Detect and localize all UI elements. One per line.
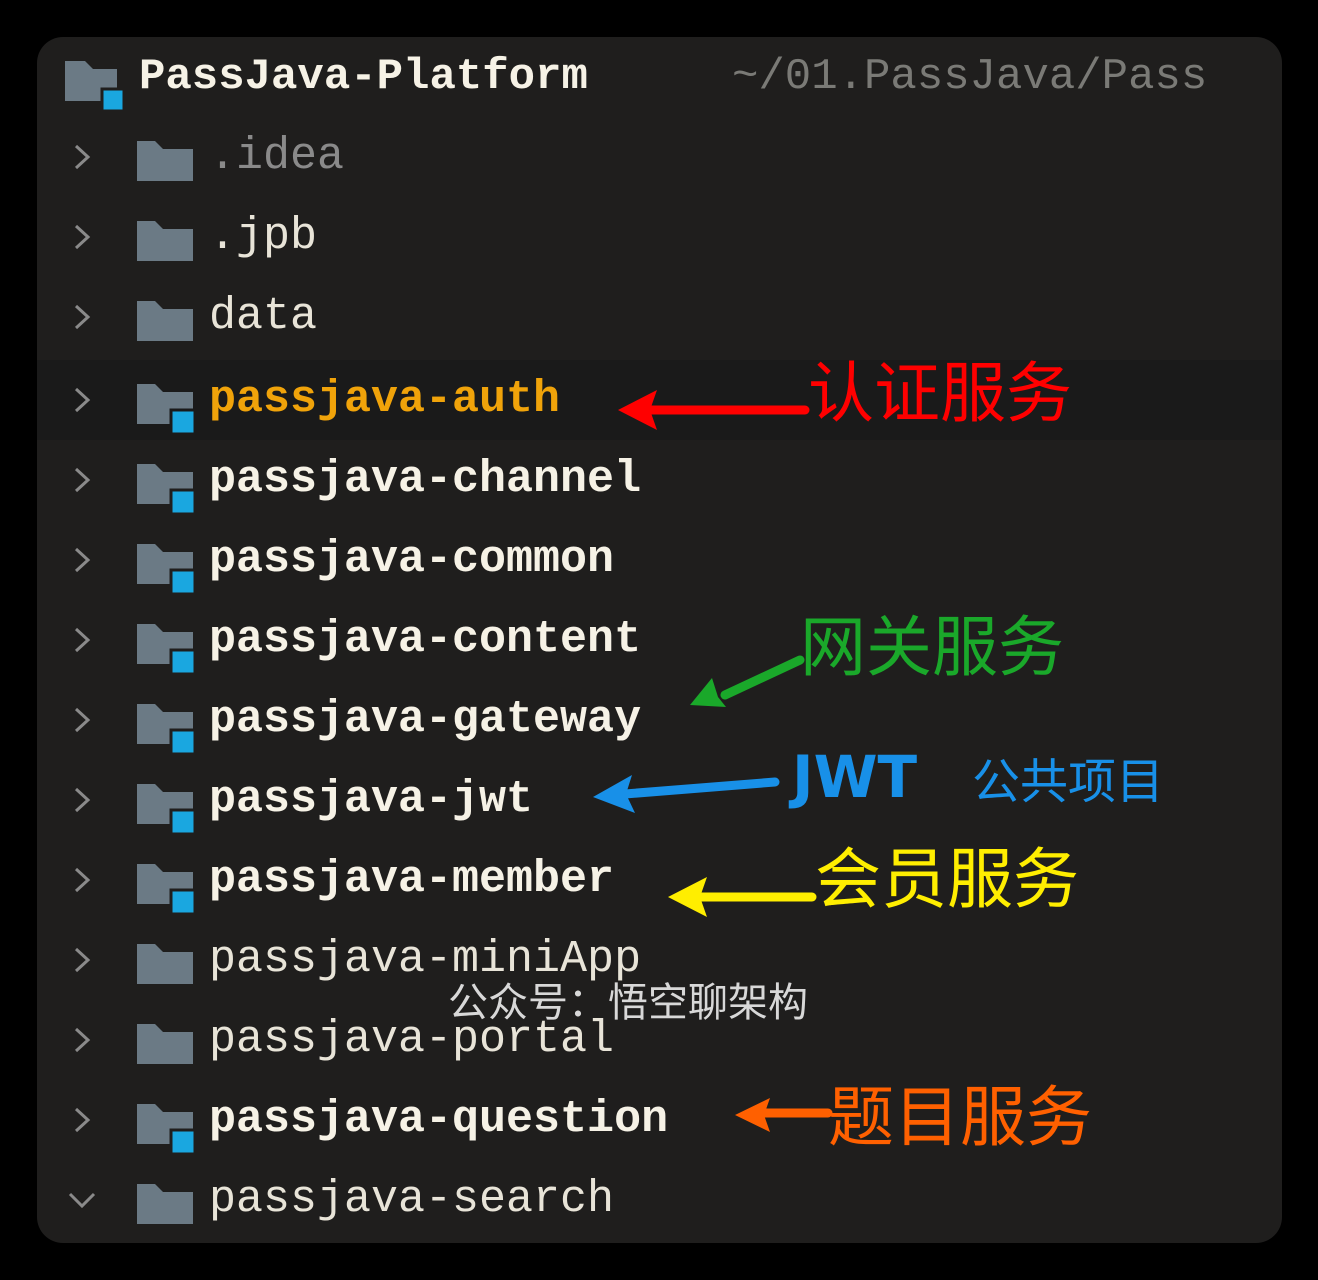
tree-item-label: passjava-jwt bbox=[209, 774, 534, 825]
chevron-right-icon[interactable] bbox=[67, 945, 97, 975]
tree-item-label: passjava-search bbox=[209, 1174, 615, 1225]
watermark: 公众号：悟空聊架构 bbox=[448, 980, 808, 1026]
tree-item-passjava-miniapp[interactable]: passjava-miniApp bbox=[37, 920, 1282, 1000]
chevron-right-icon[interactable] bbox=[67, 625, 97, 655]
tree-item-passjava-gateway[interactable]: passjava-gateway bbox=[37, 680, 1282, 760]
tree-item-jpb[interactable]: .jpb bbox=[37, 197, 1282, 277]
folder-icon bbox=[137, 137, 195, 183]
tree-item-passjava-common[interactable]: passjava-common bbox=[37, 520, 1282, 600]
chevron-right-icon[interactable] bbox=[67, 142, 97, 172]
tree-item-label: data bbox=[209, 291, 318, 342]
project-name: PassJava-Platform bbox=[139, 52, 588, 102]
module-folder-icon bbox=[137, 540, 195, 596]
tree-item-label: passjava-gateway bbox=[209, 694, 642, 745]
tree-item-label: passjava-content bbox=[209, 614, 642, 665]
module-folder-icon bbox=[65, 57, 126, 113]
module-folder-icon bbox=[137, 380, 195, 436]
tree-item-label: .idea bbox=[209, 131, 345, 182]
module-folder-icon bbox=[137, 700, 195, 756]
chevron-right-icon[interactable] bbox=[67, 302, 97, 332]
tree-item-passjava-auth[interactable]: passjava-auth bbox=[37, 360, 1282, 440]
tree-item-idea[interactable]: .idea bbox=[37, 117, 1282, 197]
chevron-right-icon[interactable] bbox=[67, 785, 97, 815]
tree-item-label: .jpb bbox=[209, 211, 318, 262]
module-folder-icon bbox=[137, 460, 195, 516]
chevron-right-icon[interactable] bbox=[67, 1105, 97, 1135]
folder-icon bbox=[137, 1180, 195, 1226]
module-folder-icon bbox=[137, 620, 195, 676]
tree-item-data[interactable]: data bbox=[37, 277, 1282, 357]
tree-item-label: passjava-miniApp bbox=[209, 934, 642, 985]
chevron-down-icon[interactable] bbox=[67, 1185, 97, 1215]
tree-item-label: passjava-portal bbox=[209, 1014, 615, 1065]
annotation-question: 题目服务 bbox=[828, 1079, 1092, 1156]
chevron-right-icon[interactable] bbox=[67, 465, 97, 495]
tree-item-label: passjava-question bbox=[209, 1094, 669, 1145]
annotation-auth: 认证服务 bbox=[808, 355, 1072, 432]
tree-item-passjava-content[interactable]: passjava-content bbox=[37, 600, 1282, 680]
module-folder-icon bbox=[137, 1100, 195, 1156]
project-root-row[interactable]: PassJava-Platform ~/01.PassJava/Pass bbox=[37, 37, 1282, 117]
chevron-right-icon[interactable] bbox=[67, 545, 97, 575]
chevron-right-icon[interactable] bbox=[67, 865, 97, 895]
tree-item-passjava-jwt[interactable]: passjava-jwt bbox=[37, 760, 1282, 840]
tree-item-label: passjava-auth bbox=[209, 374, 561, 425]
module-folder-icon bbox=[137, 780, 195, 836]
annotation-member: 会员服务 bbox=[815, 841, 1079, 918]
tree-item-passjava-channel[interactable]: passjava-channel bbox=[37, 440, 1282, 520]
tree-item-label: passjava-channel bbox=[209, 454, 642, 505]
folder-icon bbox=[137, 217, 195, 263]
annotation-jwt: JWT bbox=[792, 743, 918, 811]
tree-item-passjava-question[interactable]: passjava-question bbox=[37, 1080, 1282, 1160]
project-path: ~/01.PassJava/Pass bbox=[732, 52, 1208, 102]
tree-item-passjava-portal[interactable]: passjava-portal bbox=[37, 1000, 1282, 1080]
project-tree-panel: PassJava-Platform ~/01.PassJava/Pass .id… bbox=[37, 37, 1282, 1243]
annotation-jwt-sub: 公共项目 bbox=[972, 754, 1165, 810]
tree-item-passjava-search[interactable]: passjava-search bbox=[37, 1160, 1282, 1240]
tree-item-label: passjava-member bbox=[209, 854, 615, 905]
chevron-right-icon[interactable] bbox=[67, 1025, 97, 1055]
folder-icon bbox=[137, 1020, 195, 1066]
module-folder-icon bbox=[137, 860, 195, 916]
folder-icon bbox=[137, 940, 195, 986]
folder-icon bbox=[137, 297, 195, 343]
tree-item-passjava-member[interactable]: passjava-member bbox=[37, 840, 1282, 920]
tree-item-label: passjava-common bbox=[209, 534, 615, 585]
chevron-right-icon[interactable] bbox=[67, 222, 97, 252]
chevron-right-icon[interactable] bbox=[67, 385, 97, 415]
chevron-right-icon[interactable] bbox=[67, 705, 97, 735]
annotation-gateway: 网关服务 bbox=[800, 609, 1064, 686]
